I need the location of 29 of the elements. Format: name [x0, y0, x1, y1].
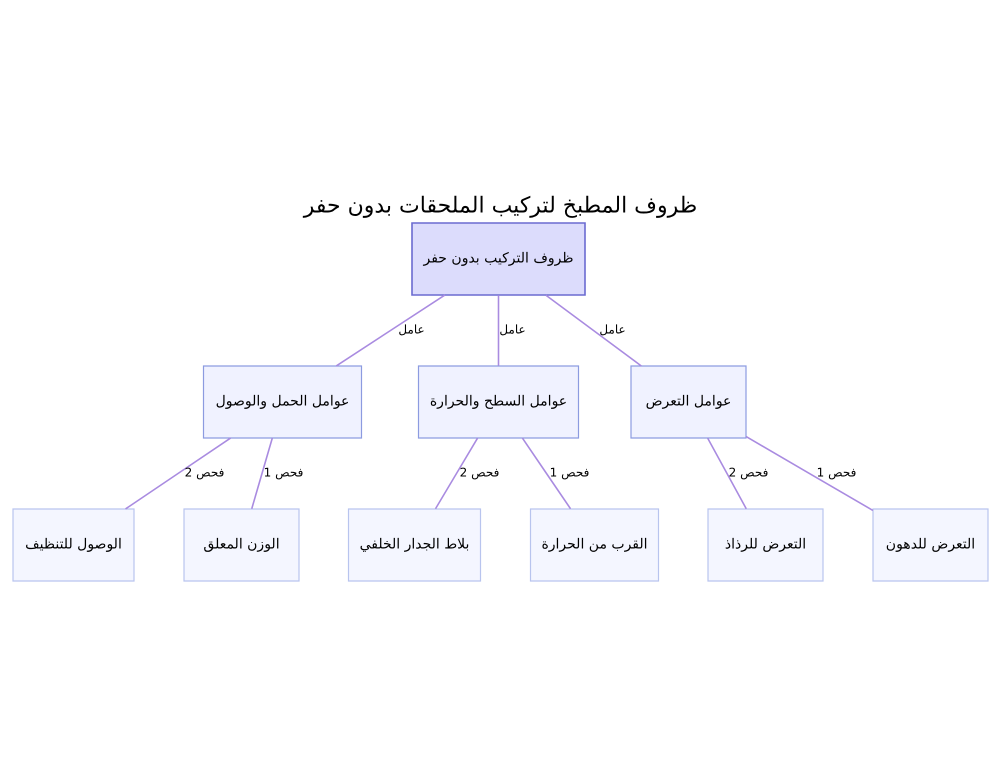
- node-box: التعرض للرذاذ: [706, 508, 824, 582]
- edge-label: فحص 1: [816, 465, 856, 480]
- node-box: ظروف التركيب بدون حفر: [410, 222, 586, 296]
- edge-label: فحص 1: [263, 465, 303, 480]
- connector: [250, 438, 273, 508]
- edge-label: فحص 2: [459, 465, 499, 480]
- connector: [544, 294, 642, 366]
- node-box: عوامل الحمل والوصول: [202, 364, 362, 438]
- connector: [745, 435, 873, 511]
- edge-label: فحص 2: [184, 465, 224, 480]
- node-box: الوصول للتنظيف: [12, 508, 134, 582]
- edge-label: عامل: [598, 322, 626, 336]
- connector: [434, 437, 478, 509]
- connector: [706, 437, 746, 509]
- diagram-title: ظروف المطبخ لتركيب الملحقات بدون حفر: [303, 193, 697, 218]
- node-box: عوامل السطح والحرارة: [417, 364, 579, 438]
- node-box: الوزن المعلق: [182, 508, 300, 582]
- edge-label: عامل: [498, 322, 526, 336]
- connector: [124, 436, 231, 510]
- connector: [521, 437, 571, 509]
- node-box: بلاط الجدار الخلفي: [347, 508, 481, 582]
- node-box: القرب من الحرارة: [529, 508, 659, 582]
- edge-label: فحص 2: [728, 465, 768, 480]
- connector: [497, 294, 499, 366]
- node-box: عوامل التعرض: [630, 364, 746, 438]
- node-box: التعرض للدهون: [872, 508, 988, 582]
- edge-label: فحص 1: [549, 465, 589, 480]
- edge-label: عامل: [398, 322, 424, 336]
- connector: [335, 294, 445, 366]
